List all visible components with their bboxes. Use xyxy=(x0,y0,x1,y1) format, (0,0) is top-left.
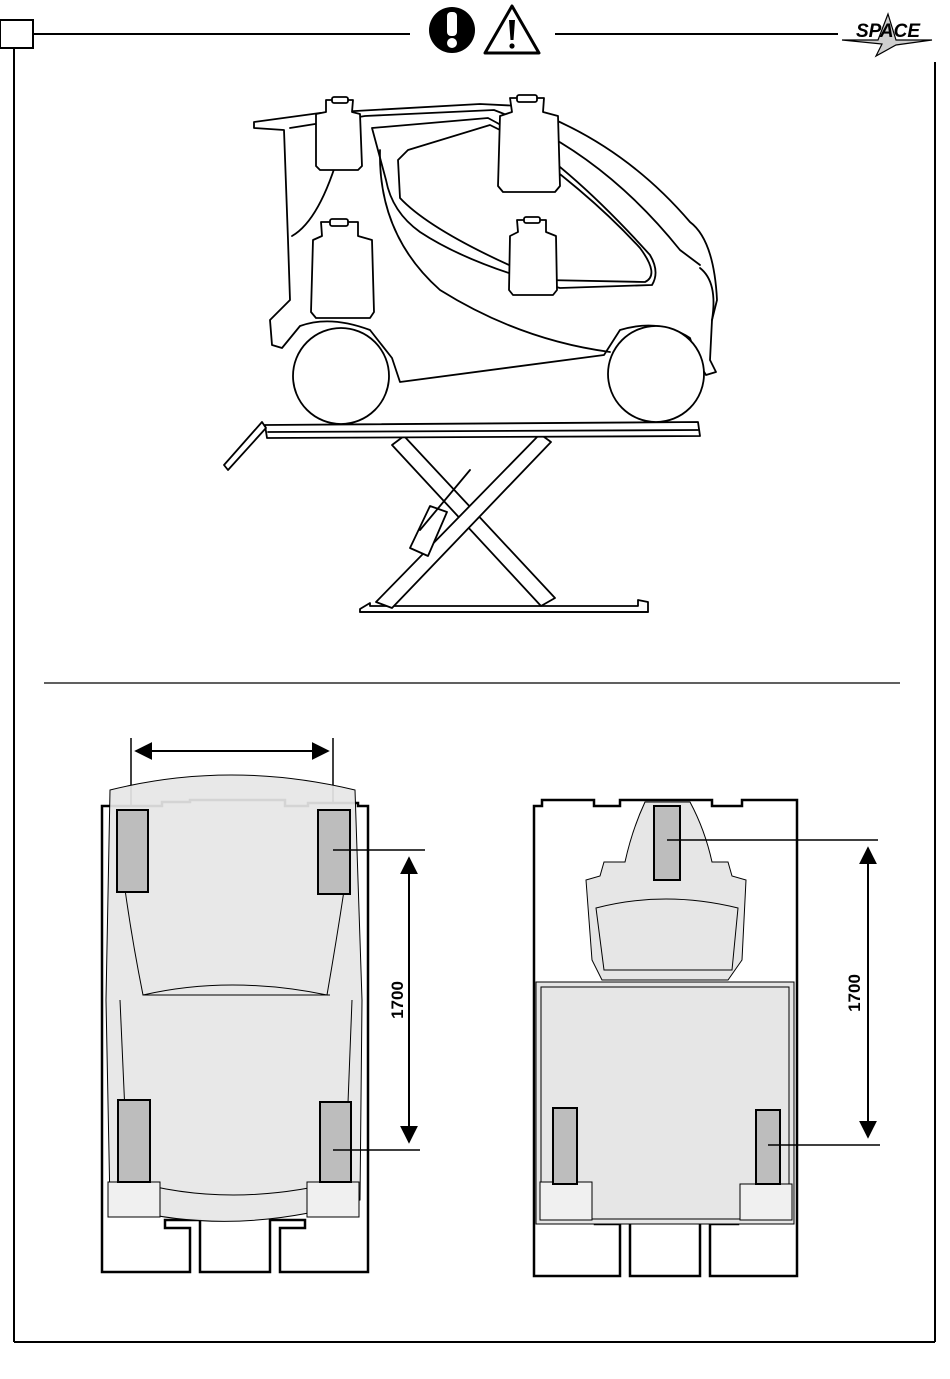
scissor-arms xyxy=(376,434,555,608)
top-view-car-diagram: 1700 xyxy=(102,738,425,1272)
brand-logo-text: SPACE xyxy=(856,21,921,42)
van-length-label: 1700 xyxy=(845,974,864,1012)
weight-icon xyxy=(316,97,362,170)
side-view-lift-diagram xyxy=(224,95,717,612)
warning-triangle-icon xyxy=(485,6,539,53)
mandatory-action-icon xyxy=(429,7,475,53)
top-view-van-diagram: 1700 xyxy=(534,800,880,1276)
lift-base xyxy=(360,600,648,612)
brand-logo: SPACE xyxy=(842,14,932,56)
lift-platform xyxy=(224,422,700,470)
car-length-label: 1700 xyxy=(388,981,407,1019)
front-wheel xyxy=(608,326,704,422)
rear-wheel xyxy=(293,328,389,424)
